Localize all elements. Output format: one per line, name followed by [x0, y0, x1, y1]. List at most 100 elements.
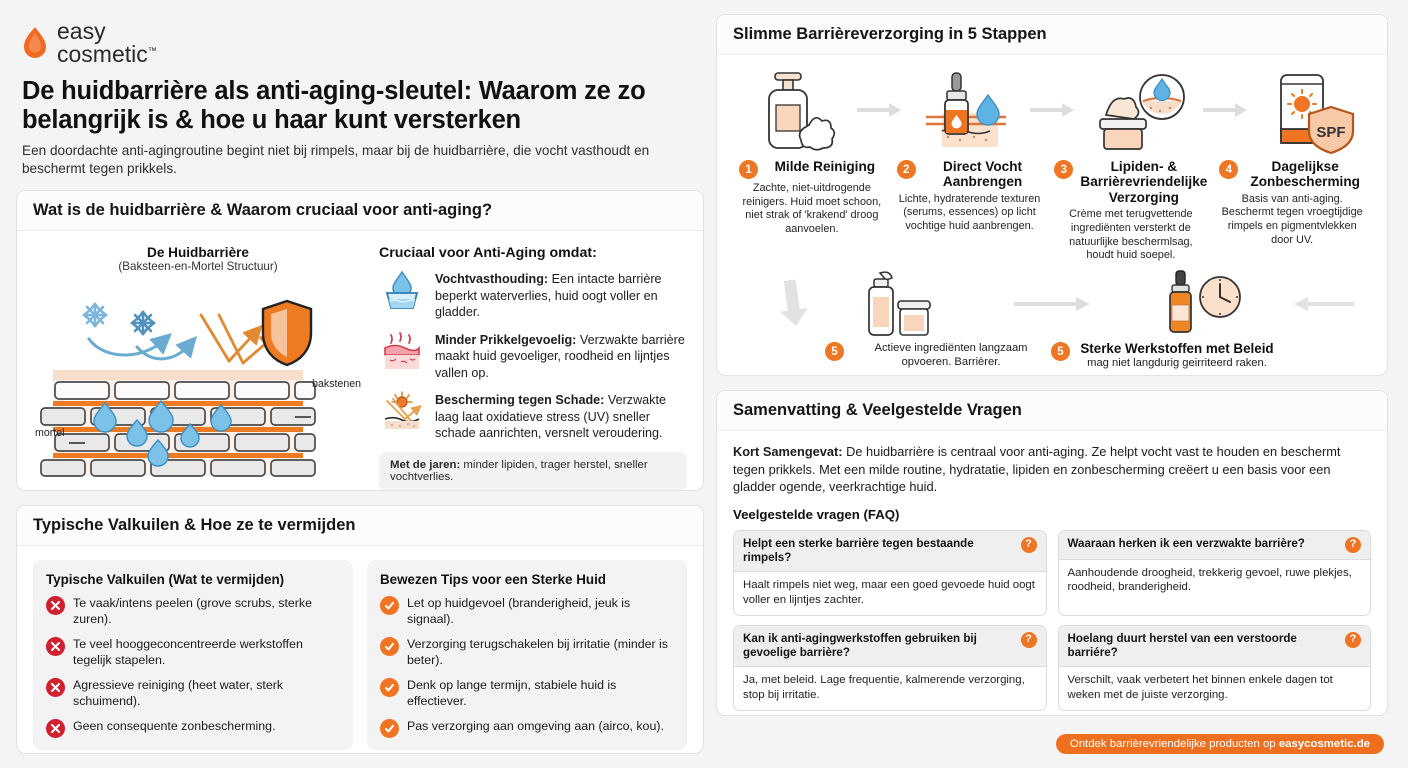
faq-question[interactable]: Hoelang duurt herstel van een verstoorde… [1058, 625, 1370, 668]
arrow-icon [850, 65, 908, 155]
cta-brand: easycosmetic.de [1278, 738, 1370, 750]
cross-icon [46, 595, 65, 615]
step-title: Milde Reiniging [774, 159, 876, 174]
pitfalls-panel-title: Typische Valkuilen (Wat te vermijden) [46, 571, 285, 587]
benefit-lead: Vochtvasthouding: [435, 272, 549, 287]
list-item: Agressieve reiniging (heet water, sterk … [46, 677, 340, 709]
step-icon-1 [739, 65, 847, 155]
tips-panel: Bewezen Tips voor een Sterke Huid Let op… [367, 559, 687, 751]
brand-wordmark: easy cosmetic™ [57, 18, 157, 68]
step-icon-4: SPF [1257, 65, 1365, 155]
faq-answer: Verschilt, vaak verbetert het binnen enk… [1067, 674, 1333, 701]
faq-item[interactable]: Waaraan herken ik een verzwakte barrière… [1057, 529, 1371, 616]
step-icon-5a [825, 269, 975, 339]
summary-lead: Kort Samengevat: [733, 443, 843, 459]
list-item: Let op huidgevoel (branderigheid, jeuk i… [380, 595, 674, 627]
arrow-left-icon [1279, 297, 1369, 312]
irritated-skin-icon [379, 331, 425, 371]
benefit-row: Minder Prikkelgevoelig: Verzwakte barriè… [379, 331, 687, 381]
aging-note: Met de jaren: minder lipiden, trager her… [379, 451, 687, 490]
faq-answer: Haalt rimpels niet weg, maar een goed ge… [743, 579, 1035, 606]
cross-icon [46, 636, 65, 656]
faq-item[interactable]: Helpt een sterke barrière tegen bestaand… [733, 529, 1047, 616]
faq-answer: Ja, met beleid. Lage frequentie, kalmere… [743, 674, 1025, 701]
faq-question[interactable]: Helpt een sterke barrière tegen bestaand… [734, 530, 1046, 573]
faq-item[interactable]: Kan ik anti-agingwerkstoffen gebruiken b… [733, 624, 1047, 711]
list-item-text: Pas verzorging aan omgeving aan (airco, … [407, 719, 664, 734]
arrow-down-left-icon [735, 276, 825, 332]
card-steps: Slimme Barrièreverzorging in 5 Stappen [716, 14, 1388, 376]
pitfalls-panel: Typische Valkuilen (Wat te vermijden) Te… [33, 559, 353, 751]
step-icon-2 [912, 65, 1020, 155]
arrow-icon [975, 297, 1129, 312]
steps-text-row: 1 Milde Reiniging Zachte, niet-uitdrogen… [727, 157, 1377, 263]
label-bricks: bakstenen [312, 378, 361, 391]
list-item-text: Let op huidgevoel (branderigheid, jeuk i… [407, 595, 631, 626]
check-icon [380, 595, 399, 615]
step5-left-text: Actieve ingrediënten langzaam opvoeren. … [874, 342, 1028, 369]
brand-line1: easy [57, 18, 106, 44]
trademark-mark: ™ [147, 45, 157, 56]
right-column: Slimme Barrièreverzorging in 5 Stappen [716, 14, 1388, 754]
step5-right-title: Sterke Werkstoffen met Beleid [1080, 341, 1274, 357]
steps-second-row [727, 263, 1377, 341]
step-body: Crème met terugvettende ingrediënten ver… [1069, 208, 1193, 262]
step-column-4: 4 Dagelijkse Zonbescherming Basis van an… [1213, 159, 1371, 263]
benefit-text: Minder Prikkelgevoelig: Verzwakte barriè… [435, 331, 687, 381]
card-faq-title: Samenvatting & Veelgestelde Vragen [717, 390, 1387, 431]
benefit-lead: Minder Prikkelgevoelig: [435, 332, 577, 347]
cross-icon [46, 678, 65, 698]
step5-left: 5 Actieve ingrediënten langzaam opvoeren… [825, 341, 1051, 369]
card-barrier-title: Wat is de huidbarrière & Waarom cruciaal… [17, 191, 703, 232]
faq-question-text: Kan ik anti-agingwerkstoffen gebruiken b… [743, 631, 977, 660]
label-mortar: mortel [35, 427, 65, 440]
benefits-title: Cruciaal voor Anti-Aging omdat: [379, 245, 597, 262]
barrier-benefits: Cruciaal voor Anti-Aging omdat: [379, 245, 687, 490]
check-icon [380, 678, 399, 698]
svg-text:SPF: SPF [1317, 124, 1346, 141]
step-number: 2 [896, 160, 916, 179]
faq-question-text: Waaraan herken ik een verzwakte barrière… [1067, 536, 1305, 550]
water-drop-icon [93, 400, 232, 468]
step-column-2: 2 Direct Vocht Aanbrengen Lichte, hydrat… [891, 159, 1049, 263]
page-subtitle: Een doordachte anti-agingroutine begint … [22, 143, 650, 177]
aging-note-text: minder lipiden, trager herstel, sneller … [390, 458, 648, 483]
check-icon [380, 636, 399, 656]
summary-text: Kort Samengevat: De huidbarrière is cent… [733, 443, 1371, 496]
list-item: Geen consequente zonbescherming. [46, 718, 340, 739]
step-column-1: 1 Milde Reiniging Zachte, niet-uitdrogen… [733, 159, 891, 263]
brick-and-mortar-illustration [40, 300, 316, 478]
benefit-row: Vochtvasthouding: Een intacte barrière b… [379, 270, 687, 320]
faq-item[interactable]: Hoelang duurt herstel van een verstoorde… [1057, 624, 1371, 711]
step-number: 4 [1219, 160, 1239, 179]
card-pitfalls: Typische Valkuilen & Hoe ze te vermijden… [16, 504, 704, 754]
diagram-title: De Huidbarrière [147, 245, 249, 261]
list-item: Te veel hooggeconcentreerde werkstoffen … [46, 636, 340, 668]
brand-logo: easy cosmetic™ [22, 18, 704, 68]
water-drop-basin-icon [379, 270, 425, 310]
question-mark-icon: ? [1345, 536, 1361, 553]
step-title: Lipiden- & Barrièrevriendelijke Verzorgi… [1080, 159, 1208, 205]
question-mark-icon: ? [1020, 631, 1037, 648]
faq-question[interactable]: Kan ik anti-agingwerkstoffen gebruiken b… [734, 625, 1046, 668]
step-title: Dagelijkse Zonbescherming [1250, 159, 1360, 190]
faq-question[interactable]: Waaraan herken ik een verzwakte barrière… [1058, 530, 1370, 560]
flame-icon [22, 26, 48, 60]
question-mark-icon: ? [1345, 631, 1361, 648]
list-item-text: Geen consequente zonbescherming. [73, 719, 276, 734]
step-number: 5 [1051, 342, 1070, 362]
list-item-text: Denk op lange termijn, stabiele huid is … [407, 678, 617, 709]
card-barrier: Wat is de huidbarrière & Waarom cruciaal… [16, 190, 704, 491]
cta-button[interactable]: Ontdek barrièrevriendelijke producten op… [1055, 734, 1384, 754]
question-mark-icon: ? [1020, 536, 1037, 553]
step-body: Basis van anti-aging. Beschermt tegen vr… [1221, 192, 1363, 246]
cta-row: Ontdek barrièrevriendelijke producten op… [716, 730, 1388, 754]
faq-heading: Veelgestelde vragen (FAQ) [733, 506, 900, 522]
faq-grid: Helpt een sterke barrière tegen bestaand… [733, 529, 1371, 711]
sun-uv-damage-icon [379, 391, 425, 431]
benefit-text: Vochtvasthouding: Een intacte barrière b… [435, 270, 687, 320]
step-column-3: 3 Lipiden- & Barrièrevriendelijke Verzor… [1048, 159, 1213, 263]
brand-line2: cosmetic [57, 41, 148, 68]
faq-question-text: Helpt een sterke barrière tegen bestaand… [743, 536, 974, 565]
summary-body: De huidbarrière is centraal voor anti-ag… [733, 443, 1341, 495]
